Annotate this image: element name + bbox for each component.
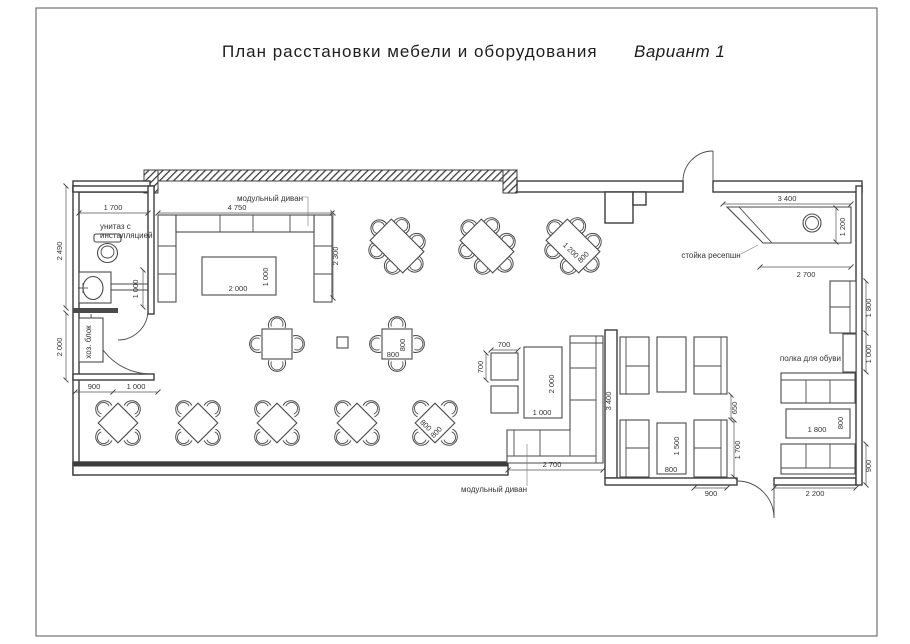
coffee-table bbox=[490, 385, 519, 414]
dim-square-table-w: 800 bbox=[387, 350, 400, 359]
table-4-seat-diamond bbox=[331, 397, 383, 449]
page-title: План расстановки мебели и оборудования bbox=[222, 42, 598, 61]
text-labels: модульный диван унитаз с инсталляцией хо… bbox=[84, 194, 841, 494]
dim-reception-clear: 2 700 bbox=[797, 270, 816, 279]
dim-booth-gap: 650 bbox=[730, 402, 739, 415]
right-seating-zone bbox=[780, 280, 857, 475]
exit-door-arc bbox=[736, 480, 775, 519]
dim-left-seg-a: 900 bbox=[88, 382, 101, 391]
booth-bench bbox=[619, 336, 650, 395]
table-4-seat-diamond bbox=[172, 397, 224, 449]
utility-cabinet bbox=[78, 317, 104, 363]
label-utility: хоз. блок bbox=[84, 325, 93, 359]
dim-sofa-top-depth: 2 300 bbox=[331, 247, 340, 266]
dim-right-bottom: 900 bbox=[864, 460, 873, 473]
dimension-lines bbox=[63, 183, 869, 491]
dim-utility-height: 2 000 bbox=[55, 338, 64, 357]
dim-sofa-top-width: 4 750 bbox=[228, 203, 247, 212]
dim-bottom-right-width: 2 200 bbox=[806, 489, 825, 498]
dim-partition-height: 3 400 bbox=[604, 392, 613, 411]
shoe-shelf bbox=[842, 333, 857, 373]
dim-booth-table-len: 1 500 bbox=[672, 437, 681, 456]
lounge-table bbox=[201, 256, 277, 296]
dim-reception-depth: 1 200 bbox=[838, 218, 847, 237]
wc-room bbox=[78, 233, 122, 304]
reception-zone bbox=[725, 206, 852, 244]
utility-room bbox=[78, 317, 104, 363]
dim-right-table-wid: 800 bbox=[836, 417, 845, 430]
dim-coffee-h: 700 bbox=[476, 361, 485, 374]
label-shoe-shelf: полка для обуви bbox=[780, 354, 841, 363]
column bbox=[336, 336, 349, 349]
booth-table bbox=[656, 422, 687, 475]
walls bbox=[72, 169, 863, 486]
table-4-seat-diamond bbox=[409, 397, 461, 449]
label-modular-sofa-bottom: модульный диван bbox=[461, 485, 527, 494]
dining-tables bbox=[92, 214, 605, 449]
page-frame bbox=[35, 7, 878, 637]
dim-booth-height: 1 700 bbox=[733, 441, 742, 460]
lounge-zone bbox=[490, 335, 604, 464]
table-4-seat-diamond bbox=[92, 397, 144, 449]
dim-shoe-shelf-len: 1 000 bbox=[864, 345, 873, 364]
variant-title: Вариант 1 bbox=[634, 42, 725, 61]
dim-wc-width: 1 700 bbox=[104, 203, 123, 212]
booth-bench bbox=[693, 419, 728, 478]
dim-left-seg-b: 1 000 bbox=[127, 382, 146, 391]
dim-sink-width: 1 000 bbox=[131, 280, 140, 299]
coffee-table bbox=[490, 352, 519, 381]
dim-square-table-h: 800 bbox=[398, 339, 407, 352]
modular-sofa-top bbox=[157, 214, 333, 303]
right-table bbox=[785, 408, 851, 439]
booth-zone bbox=[619, 336, 728, 478]
tall-table bbox=[523, 346, 563, 419]
label-modular-sofa-top: модульный диван bbox=[237, 194, 303, 203]
toilet-tank bbox=[93, 233, 122, 243]
entrance-door-arc bbox=[682, 150, 714, 182]
dim-right-sofa-len: 1 800 bbox=[864, 299, 873, 318]
dim-booth-table-wid: 800 bbox=[665, 465, 678, 474]
dim-tall-table-len: 2 000 bbox=[547, 375, 556, 394]
booth-bench bbox=[619, 419, 650, 478]
sofa-3-seat bbox=[780, 443, 856, 475]
label-reception: стойка ресепшн bbox=[681, 251, 740, 260]
table-4-seat-diamond bbox=[251, 397, 303, 449]
booth-bench bbox=[693, 336, 728, 395]
sofa-3-seat bbox=[780, 372, 856, 404]
dimension-texts: 1 700 4 750 3 400 2 490 2 000 1 000 900 … bbox=[55, 194, 873, 498]
dim-booth-bottom: 900 bbox=[705, 489, 718, 498]
label-wc-line1: унитаз с bbox=[100, 222, 131, 231]
dim-lounge-table-wid: 1 000 bbox=[261, 268, 270, 287]
reception-desk bbox=[725, 206, 852, 244]
dim-wc-height: 2 490 bbox=[55, 242, 64, 261]
utility-door-arc bbox=[117, 309, 149, 341]
dim-reception-width: 3 400 bbox=[778, 194, 797, 203]
dim-right-table-len: 1 800 bbox=[808, 425, 827, 434]
dim-tall-table-wid: 1 000 bbox=[533, 408, 552, 417]
label-wc-line2: инсталляцией bbox=[100, 231, 153, 240]
dim-lounge-table-len: 2 000 bbox=[229, 284, 248, 293]
booth-table bbox=[656, 336, 687, 393]
dim-coffee-w: 700 bbox=[498, 340, 511, 349]
dim-sofa-bottom-width: 2 700 bbox=[543, 460, 562, 469]
